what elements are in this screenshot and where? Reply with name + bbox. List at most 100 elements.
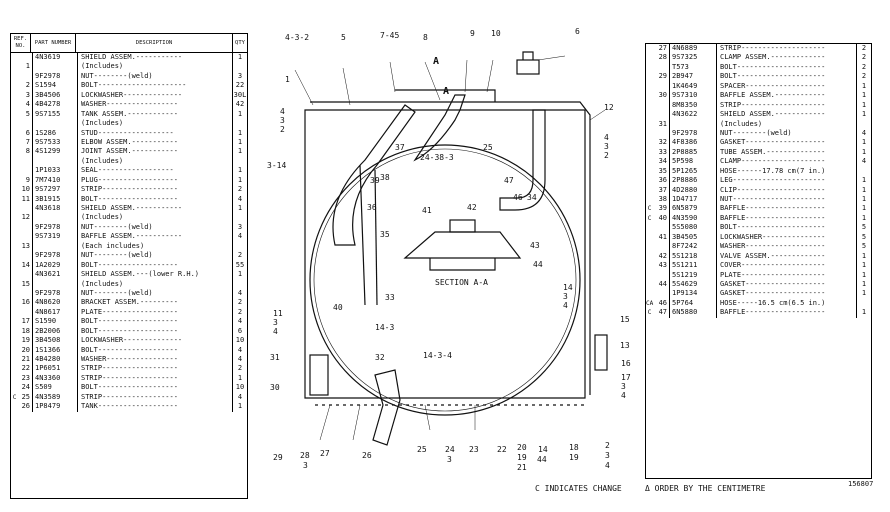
section-label: SECTION A-A <box>435 278 488 287</box>
callout-40: 40 <box>333 303 343 312</box>
callout-15: 15 <box>620 315 630 324</box>
description: GASKET------------------- <box>717 138 857 148</box>
part-number <box>33 241 78 252</box>
description: NUT--------(weld) <box>717 128 857 139</box>
callout-34a: 34 <box>527 193 537 202</box>
part-number: 8F7242 <box>670 242 717 252</box>
table-row: 9F2978 NUT--------(weld)4 <box>11 288 247 299</box>
ref-no: 37 <box>653 185 670 195</box>
part-number: 2B2006 <box>33 326 78 337</box>
description: STRIP-------------------- <box>717 44 857 54</box>
quantity: 1 <box>861 100 867 109</box>
part-number <box>33 213 78 223</box>
ref-no: 46 <box>653 298 670 309</box>
part-number: 5S1218 <box>670 251 717 262</box>
ref-no: 31 <box>653 119 670 129</box>
ref-no: 28 <box>653 53 670 63</box>
description-header: DESCRIPTION <box>76 34 233 52</box>
change-mark <box>11 129 18 138</box>
description: HOSE-----16.5 cm(6.5 in.) <box>717 298 857 309</box>
ref-no: 33 <box>653 147 670 158</box>
description: BAFFLE------------------- <box>717 308 857 318</box>
ref-no <box>18 307 33 318</box>
callout-22: 22 <box>497 445 507 454</box>
change-mark: C <box>647 309 652 317</box>
callout-19b: 19 <box>569 453 579 462</box>
part-number: 9F2978 <box>33 251 78 261</box>
part-number <box>33 279 78 289</box>
quantity: 1 <box>861 289 867 298</box>
change-mark <box>646 176 653 185</box>
quantity: 55 <box>235 260 245 269</box>
ref-no <box>653 289 670 299</box>
callout-21: 21 <box>517 463 527 472</box>
callout-12: 12 <box>604 103 614 112</box>
part-number: 5P598 <box>670 157 717 167</box>
description: VALVE ASSEM.------------- <box>717 251 857 262</box>
table-row: 9F2978 NUT--------(weld)2 <box>11 251 247 261</box>
quantity: 2 <box>237 364 243 373</box>
quantity: 3 <box>237 71 243 80</box>
change-mark <box>646 82 653 91</box>
callout-8: 8 <box>423 33 428 42</box>
description: LOCKWASHER-------------- <box>78 90 233 101</box>
ref-no: 43 <box>653 261 670 271</box>
quantity: 42 <box>235 100 245 109</box>
callout-18: 18 <box>569 443 579 452</box>
change-mark <box>11 213 18 222</box>
ref-no: 47 <box>653 308 670 318</box>
description: LEG---------------------- <box>717 176 857 186</box>
callout-3a: 3 <box>280 116 285 125</box>
part-number: 1P8479 <box>33 402 78 412</box>
description: BAFFLE ASSEM.----------- <box>78 232 233 242</box>
description: CLIP--------------------- <box>717 185 857 195</box>
callout-7-45: 7-45 <box>380 31 399 40</box>
change-note: C INDICATES CHANGE <box>535 484 622 493</box>
change-mark <box>646 280 653 289</box>
left-table-header: REF. NO. PART NUMBER DESCRIPTION QTY <box>11 34 247 53</box>
ref-no: 14 <box>18 260 33 271</box>
description: BOLT------------------- <box>78 317 233 327</box>
ref-no: 19 <box>18 336 33 346</box>
quantity: 2 <box>861 53 867 62</box>
part-number: 4F8386 <box>670 138 717 148</box>
callout-3e: 3 <box>621 382 626 391</box>
ref-no: 18 <box>18 326 33 337</box>
callout-14-3: 14-3 <box>375 323 394 332</box>
ref-no <box>18 53 33 63</box>
callout-3d: 3 <box>563 292 568 301</box>
change-mark <box>646 44 653 53</box>
ref-no <box>653 242 670 252</box>
quantity: 1 <box>237 109 243 118</box>
part-number: 5P1265 <box>670 166 717 177</box>
quantity: 1 <box>237 166 243 175</box>
callout-2a: 2 <box>280 125 285 134</box>
description: GASKET------------------- <box>717 279 857 290</box>
description: STRIP------------------ <box>78 364 233 374</box>
description: BOLT--------------------- <box>78 81 233 91</box>
description: GASKET------------------- <box>717 289 857 299</box>
ref-no <box>18 119 33 129</box>
change-mark <box>11 364 18 373</box>
change-mark <box>11 298 18 307</box>
description: (Includes) <box>78 279 233 289</box>
description: PLUG------------------- <box>78 175 233 186</box>
quantity: 6 <box>237 326 243 335</box>
change-mark <box>11 242 18 251</box>
change-mark <box>11 110 18 119</box>
ref-no: 30 <box>653 91 670 101</box>
